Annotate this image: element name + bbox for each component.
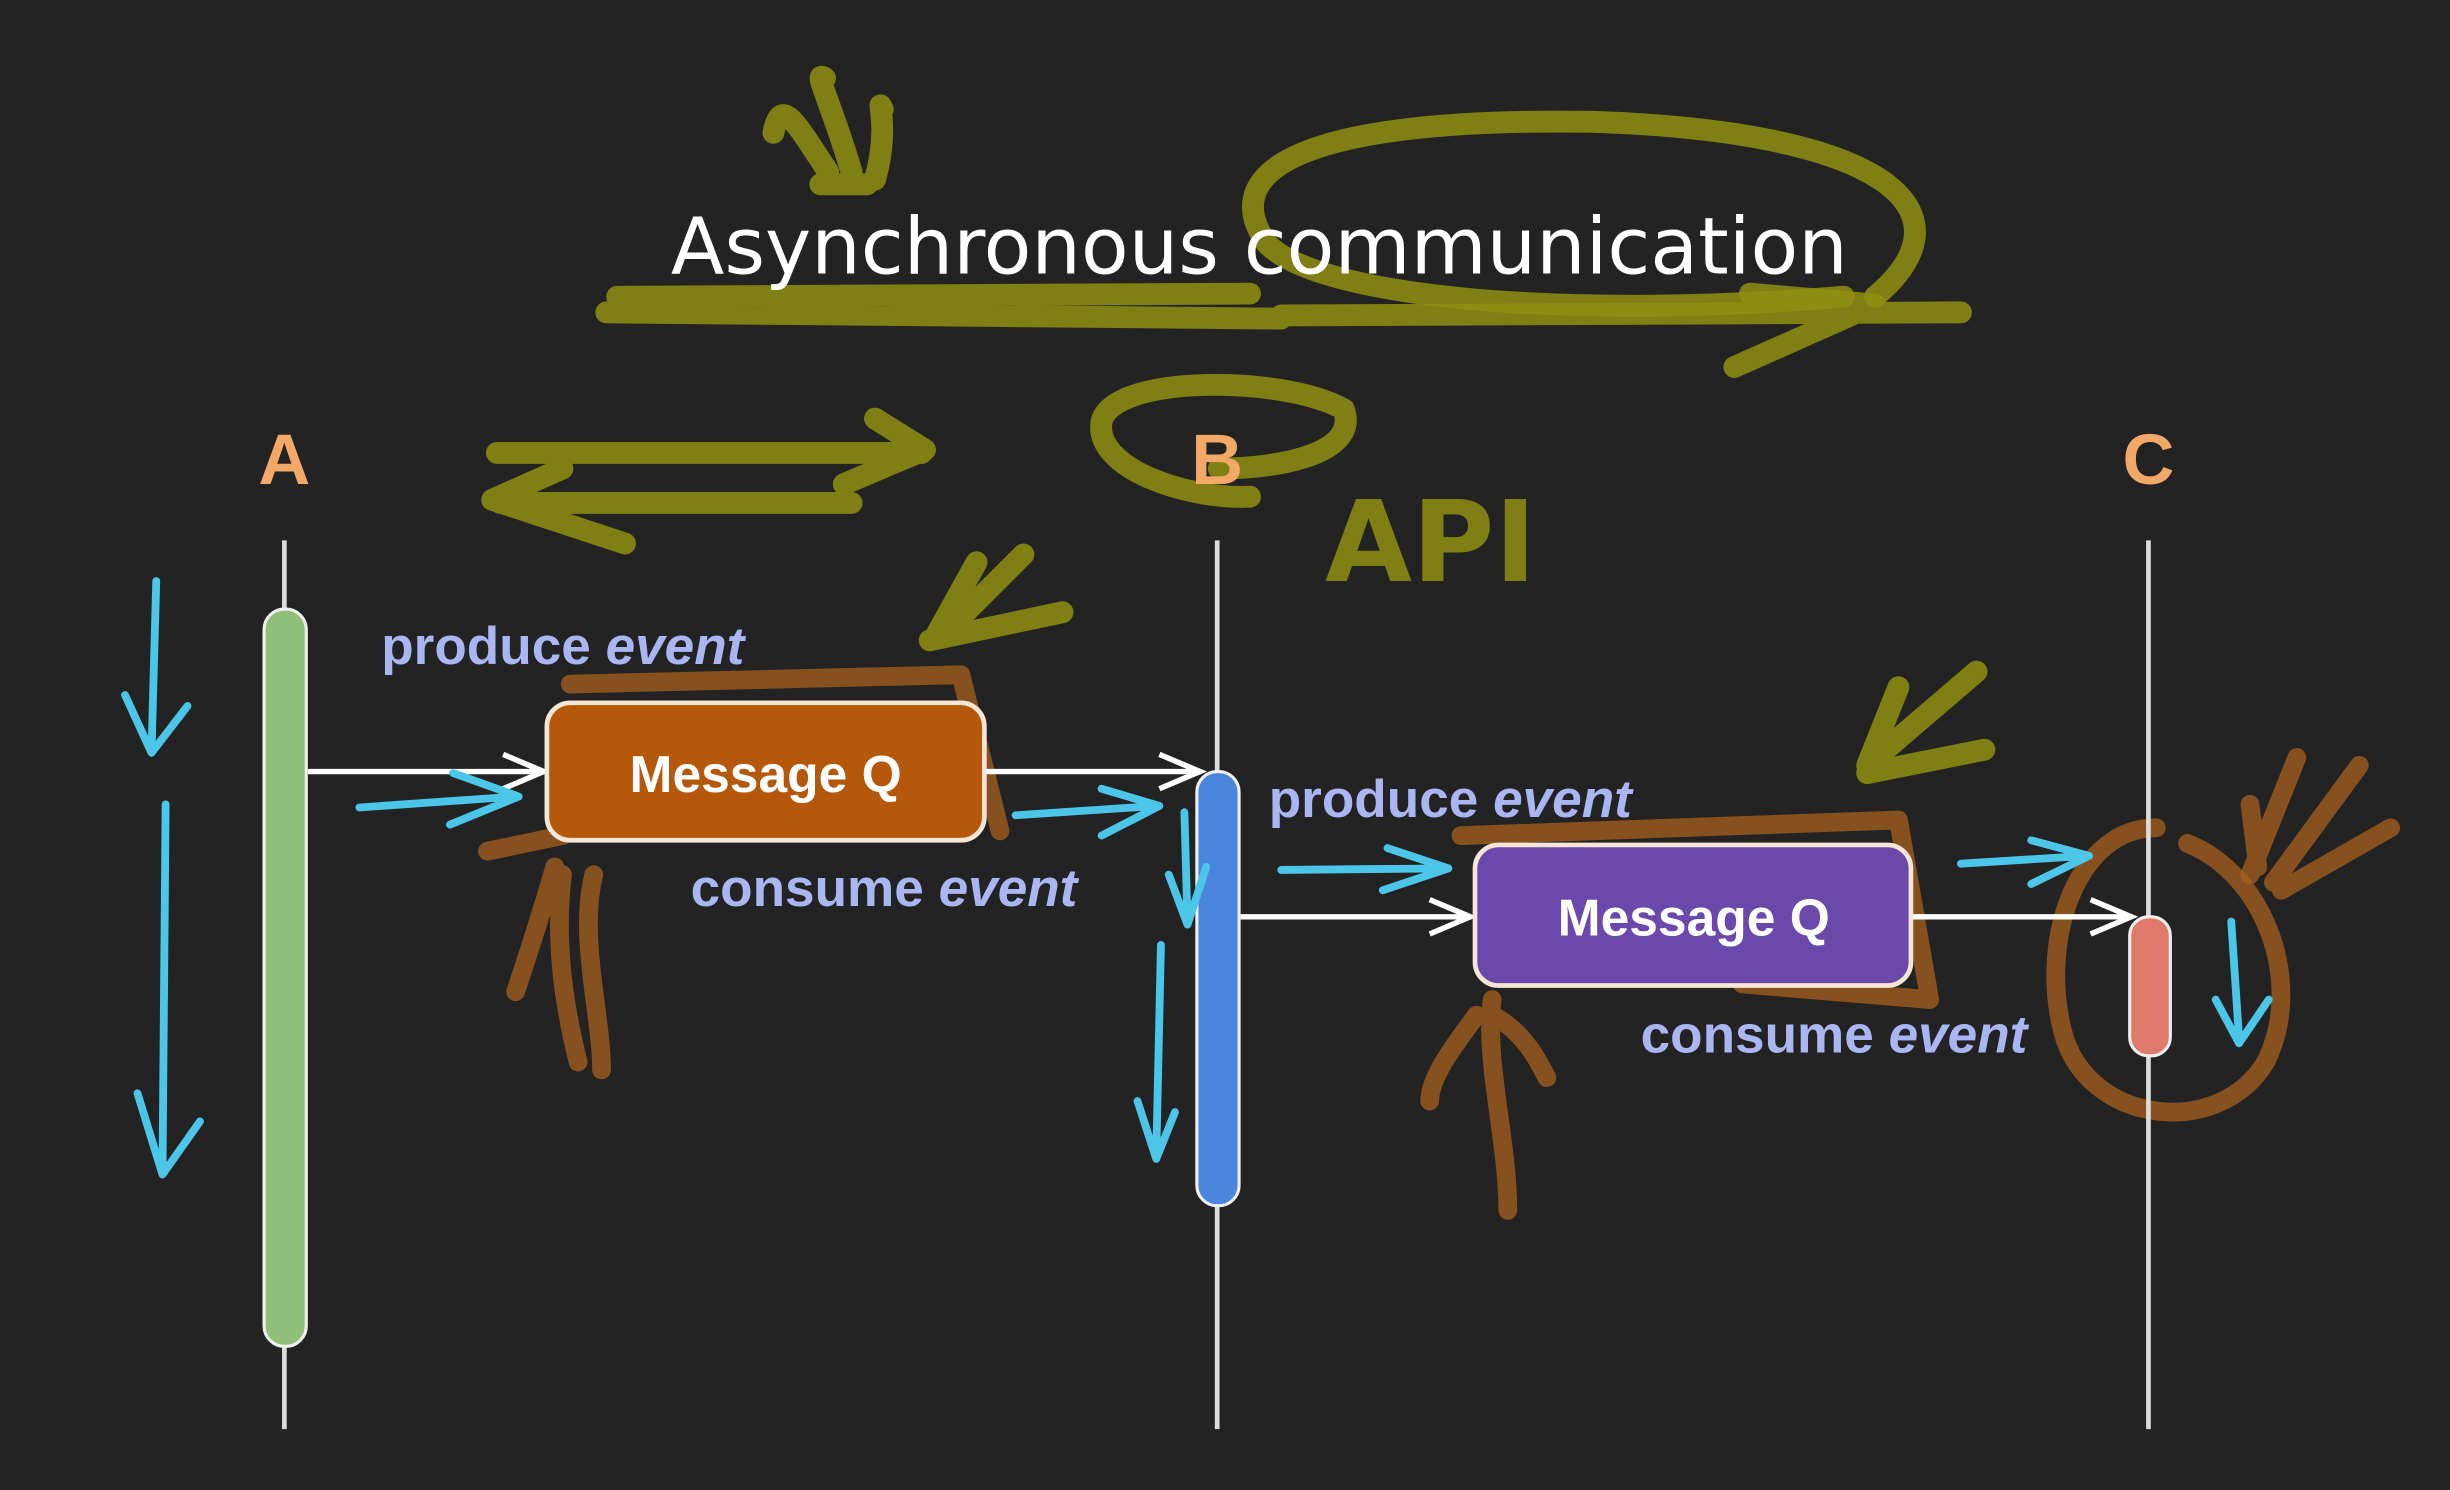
- message-queue-1: Message Q: [544, 700, 987, 843]
- message-queue-2: Message Q: [1472, 842, 1914, 988]
- actor-label-c: C: [2122, 420, 2174, 500]
- actor-label-b: B: [1191, 420, 1243, 500]
- consume-event-label-1: consume event: [691, 859, 1080, 918]
- diagram-title: Asynchronous communication: [671, 202, 1848, 292]
- produce-event-label-2: produce event: [1269, 770, 1634, 829]
- activation-a: [262, 607, 308, 1348]
- activation-b: [1195, 769, 1241, 1208]
- message-queue-2-label: Message Q: [1558, 889, 1830, 947]
- cyan-annotation-arrows: [121, 577, 2273, 1179]
- produce-event-label-1: produce event: [381, 617, 746, 676]
- api-handwritten: API: [1325, 477, 1536, 608]
- activation-c: [2128, 915, 2172, 1058]
- highlight-annotations: API: [481, 65, 1996, 785]
- message-arrows: [307, 751, 2139, 937]
- consume-event-label-2: consume event: [1641, 1006, 2030, 1065]
- actor-label-a: A: [258, 420, 310, 500]
- message-queue-1-label: Message Q: [630, 745, 902, 803]
